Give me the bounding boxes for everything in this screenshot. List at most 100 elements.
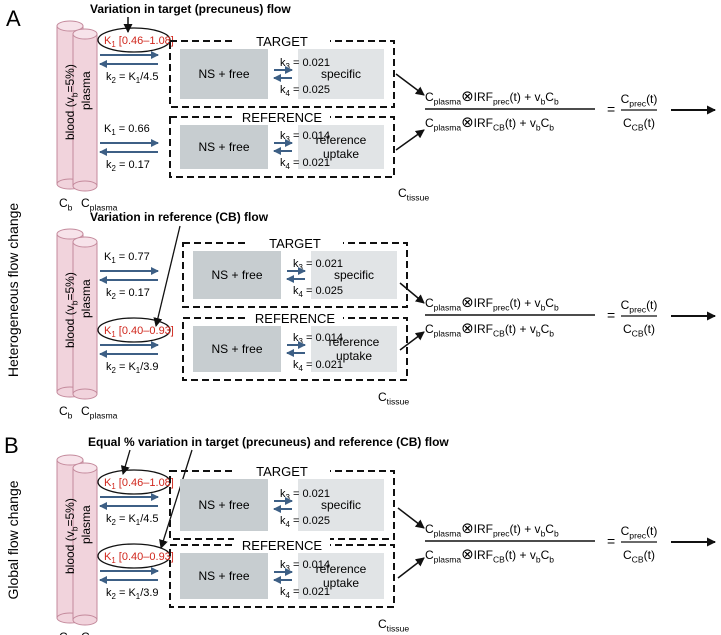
text-part: =5%) <box>63 498 77 526</box>
ns-free-label: NS + free <box>198 498 249 512</box>
target-label: TARGET <box>269 236 321 251</box>
text-part: k <box>280 57 286 69</box>
text-part: (t) <box>510 522 521 536</box>
cplasma-label: Cplasma <box>81 404 118 420</box>
specific-label: specific <box>334 268 374 282</box>
k3-label: k3 = 0.021 <box>280 488 330 502</box>
text-part: CB <box>632 554 644 564</box>
k1-label: K1 [0.46–1.08] <box>104 477 174 491</box>
text-part: (t) <box>505 548 516 562</box>
reference-label: REFERENCE <box>242 538 323 553</box>
panel-label-b: B <box>4 433 19 458</box>
convolution-term: Cplasma⊗IRFprec(t) + vbCb <box>425 294 559 313</box>
k2-label: k2 = 0.17 <box>106 159 150 173</box>
plasma-cylinder-top <box>72 28 98 40</box>
text-part: = <box>607 533 615 549</box>
text-part: [0.46–1.08] <box>116 35 174 47</box>
heading-a2: Variation in reference (CB) flow <box>90 210 269 224</box>
ns-free-box <box>180 49 268 99</box>
text-part: blood (v <box>63 305 77 348</box>
text-part: (t) <box>646 524 657 538</box>
text-part: C <box>621 92 630 106</box>
text-part: prec <box>629 304 646 314</box>
heading-b: Equal % variation in target (precuneus) … <box>88 435 449 449</box>
reference-uptake-label-2: uptake <box>323 147 359 161</box>
text-part: ⊗ <box>461 546 474 563</box>
text-part: k <box>106 159 112 171</box>
text-part: K <box>104 35 112 47</box>
text-part: IRF <box>474 322 493 336</box>
specific-label: specific <box>321 498 361 512</box>
label-mask <box>247 234 343 250</box>
specific-box <box>298 479 384 531</box>
k3-label: k3 = 0.014 <box>280 559 330 573</box>
k1-label: K1 = 0.77 <box>104 251 150 265</box>
cb-label: Cb <box>59 404 73 420</box>
text-part: NS + free <box>198 140 249 154</box>
cprec-term: Cprec(t) <box>621 524 658 540</box>
ref-to-eq-a1 <box>395 129 425 151</box>
text-part: REFERENCE <box>242 538 323 553</box>
text-part: IRF <box>474 296 493 310</box>
k4-label: k4 = 0.021 <box>280 157 330 171</box>
text-part: C <box>425 296 434 310</box>
text-part: uptake <box>323 147 359 161</box>
text-part: = 0.17 <box>116 159 150 171</box>
text-part: 1 <box>111 482 116 491</box>
text-part: = K <box>116 71 137 83</box>
text-part: /3.9 <box>140 587 158 599</box>
ctissue-label-a1: Ctissue <box>398 186 429 202</box>
text-part: 2 <box>112 76 116 85</box>
text-part: specific <box>321 498 361 512</box>
text-part: = 0.014 <box>290 130 330 142</box>
text-part: = 0.021 <box>290 488 330 500</box>
text-part: 1 <box>136 592 141 601</box>
text-part: 1 <box>136 366 141 375</box>
text-part: uptake <box>323 576 359 590</box>
text-part: b <box>549 123 554 133</box>
plasma-label: plasma <box>79 505 93 544</box>
text-part: prec <box>629 530 646 540</box>
text-part: plasma <box>90 202 118 212</box>
reference-exchange-b: K1 [0.40–0.93]k2 = K1/3.9 <box>97 543 174 601</box>
text-part: C <box>623 116 632 130</box>
k4-label: k4 = 0.021 <box>293 359 343 373</box>
text-part: REFERENCE <box>242 110 323 125</box>
target-to-eq-b <box>397 507 425 529</box>
text-part: C <box>59 630 68 635</box>
k4-label: k4 = 0.025 <box>293 285 343 299</box>
text-part: ⊗ <box>461 320 474 337</box>
text-part: plasma <box>434 123 462 133</box>
text-part: /3.9 <box>140 361 158 373</box>
text-part: =5%) <box>63 272 77 300</box>
text-part: b <box>69 92 79 97</box>
text-part: b <box>536 329 541 339</box>
plasma-cylinder-body <box>72 467 98 621</box>
text-part: 1 <box>111 40 116 49</box>
text-part: K <box>104 477 112 489</box>
text-part: ⊗ <box>461 520 474 537</box>
text-part: [0.46–1.08] <box>116 477 174 489</box>
text-part: k <box>106 287 112 299</box>
text-part: 4 <box>286 520 291 529</box>
text-part: (t) <box>646 298 657 312</box>
blood-cylinder-top <box>56 20 84 32</box>
k2-label: k2 = K1/4.5 <box>106 71 159 85</box>
convolution-term: Cplasma⊗IRFprec(t) + vbCb <box>425 520 559 539</box>
text-part: IRF <box>474 116 493 130</box>
text-part: = K <box>116 587 137 599</box>
cplasma-label: Cplasma <box>81 196 118 212</box>
specific-box <box>311 251 397 299</box>
plasma-cylinder-base <box>72 180 98 192</box>
label-mask <box>234 536 330 552</box>
reference-uptake-box <box>311 326 397 372</box>
cprec-term: Cprec(t) <box>621 92 658 108</box>
text-part: b <box>549 329 554 339</box>
text-part: NS + free <box>198 498 249 512</box>
text-part: k <box>280 586 286 598</box>
convolution-term: Cplasma⊗IRFCB(t) + vbCb <box>425 320 554 339</box>
text-part: reference <box>316 133 367 147</box>
text-part: b <box>536 123 541 133</box>
